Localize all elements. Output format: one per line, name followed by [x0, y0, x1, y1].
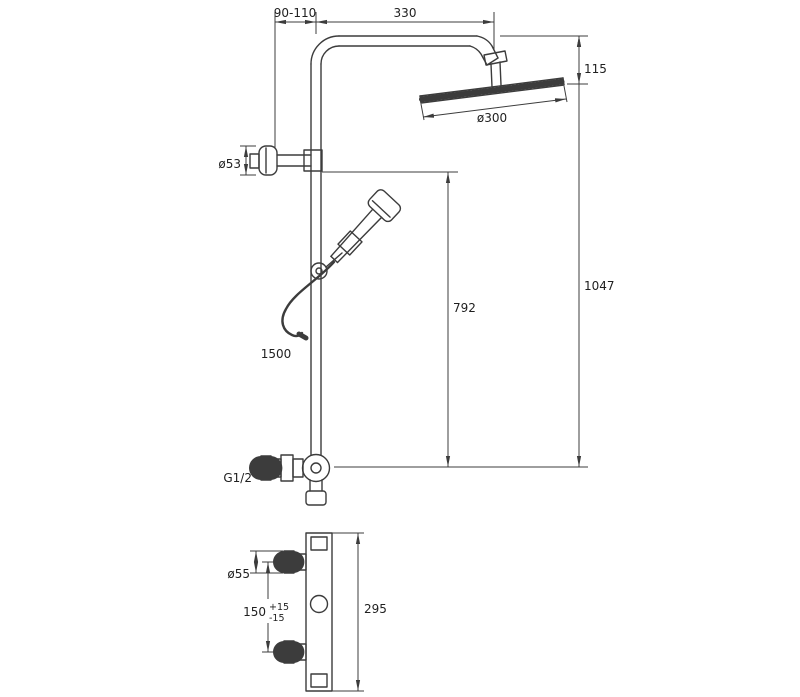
- slider-holder: [310, 230, 363, 280]
- dim-label-arm-projection: 330: [394, 6, 417, 20]
- dim-label-head-drop: 115: [584, 62, 607, 76]
- wall-bracket-flange: [249, 145, 323, 176]
- dim-label-hose-length: 1500: [261, 347, 292, 361]
- dim-label-overall-height: 1047: [584, 279, 615, 293]
- dim-wall-distance: 90-110: [274, 6, 317, 148]
- dim-label-handle-diameter: ø55: [227, 567, 250, 581]
- dim-label-rail-height: 792: [453, 301, 476, 315]
- dim-rail-height: 792: [322, 171, 476, 467]
- dim-flange-diameter: ø53: [218, 145, 256, 176]
- shower-column: [310, 35, 508, 456]
- dim-body-length: 295: [332, 532, 387, 692]
- dim-arm-projection: 330: [316, 6, 495, 50]
- dim-label-wall-distance: 90-110: [274, 6, 317, 20]
- dim-label-flange-diameter: ø53: [218, 157, 241, 171]
- hose-end-fitting: [296, 331, 309, 341]
- nozzle-face-hatch: [419, 78, 565, 103]
- mixer-valve: [249, 453, 331, 506]
- head-joint-collar: [483, 50, 508, 66]
- dim-handle-diameter: ø55: [227, 550, 283, 581]
- dim-label-handle-spacing: 150: [243, 605, 266, 619]
- dim-overall-height: 1047: [334, 36, 615, 468]
- dim-label-inlet-thread: G1/2: [223, 471, 252, 485]
- dim-label-head-diameter: ø300: [477, 111, 507, 125]
- hand-shower: [330, 189, 402, 264]
- dim-handle-spacing: 150 +15 -15: [243, 561, 289, 653]
- dim-label-handle-spacing-tol-minus: -15: [269, 613, 285, 624]
- dim-label-handle-spacing-tol-plus: +15: [269, 602, 289, 613]
- dim-head-diameter: ø300: [420, 85, 568, 125]
- label-inlet-thread: G1/2: [223, 471, 252, 485]
- dim-head-drop: 115: [500, 35, 607, 85]
- dim-label-body-length: 295: [364, 602, 387, 616]
- shower-hose: [281, 260, 336, 341]
- label-hose-length: 1500: [261, 347, 292, 361]
